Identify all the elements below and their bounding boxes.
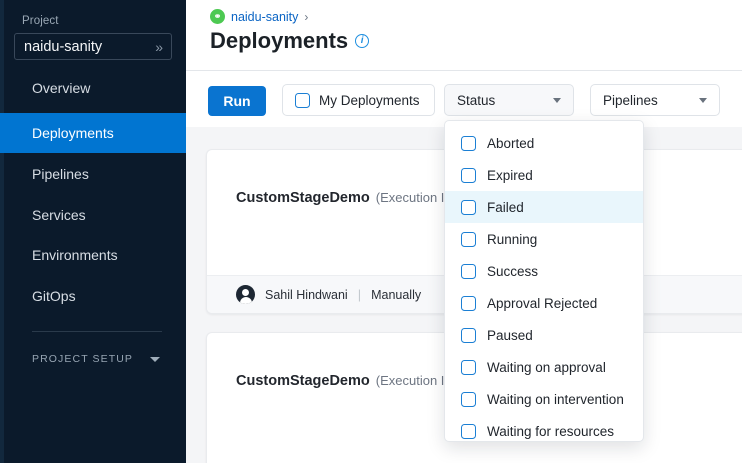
status-option-label: Approval Rejected <box>487 295 598 311</box>
status-option-paused[interactable]: Paused <box>445 319 643 351</box>
deployment-trigger-type: Manually <box>371 287 422 302</box>
page-header: ⚭ naidu-sanity › Deployments i <box>186 0 742 71</box>
status-option-label: Paused <box>487 327 533 343</box>
deployment-card-title-row: CustomStageDemo (Execution Id <box>236 190 452 206</box>
status-option-checkbox[interactable] <box>461 295 476 311</box>
chevron-double-right-icon: » <box>155 38 163 55</box>
sidebar-section-label: PROJECT SETUP <box>32 353 134 365</box>
deployment-triggered-by: Sahil Hindwani <box>265 287 348 302</box>
status-filter-menu[interactable]: Aborted Expired Failed Running Success A… <box>444 120 644 442</box>
chevron-down-icon <box>699 97 707 103</box>
sidebar-item-gitops[interactable]: GitOps <box>0 276 186 316</box>
run-button[interactable]: Run <box>208 86 266 116</box>
sidebar-item-overview[interactable]: Overview <box>0 68 186 108</box>
status-option-running[interactable]: Running <box>445 223 643 255</box>
status-option-label: Failed <box>487 199 524 215</box>
my-deployments-filter[interactable]: My Deployments <box>282 84 435 116</box>
sidebar-divider <box>32 331 162 332</box>
status-option-checkbox[interactable] <box>461 391 476 407</box>
sidebar-item-label: Environments <box>32 247 118 263</box>
page-title-row: Deployments i <box>210 28 370 54</box>
status-option-waiting-on-approval[interactable]: Waiting on approval <box>445 351 643 383</box>
chevron-down-icon <box>553 97 561 103</box>
sidebar-item-deployments[interactable]: Deployments <box>0 113 186 153</box>
sidebar-item-label: Deployments <box>32 125 114 141</box>
page-title: Deployments <box>210 28 349 53</box>
deployment-execution-id: (Execution Id <box>375 190 452 205</box>
avatar <box>236 285 255 304</box>
status-option-checkbox[interactable] <box>461 167 476 183</box>
breadcrumb: ⚭ naidu-sanity › <box>210 9 308 24</box>
project-selector-value: naidu-sanity <box>24 38 103 55</box>
pipelines-filter-label: Pipelines <box>603 92 658 108</box>
status-option-label: Waiting on approval <box>487 359 606 375</box>
my-deployments-checkbox[interactable] <box>295 92 310 108</box>
status-option-label: Expired <box>487 167 533 183</box>
sidebar-item-pipelines[interactable]: Pipelines <box>0 154 186 194</box>
deployment-execution-id: (Execution Id <box>375 373 452 388</box>
my-deployments-label: My Deployments <box>319 92 420 108</box>
sidebar-item-label: GitOps <box>32 288 76 304</box>
status-option-label: Running <box>487 231 538 247</box>
status-option-label: Waiting for resources <box>487 423 615 439</box>
status-option-checkbox[interactable] <box>461 199 476 215</box>
deployment-pipeline-name: CustomStageDemo <box>236 373 370 389</box>
status-option-checkbox[interactable] <box>461 135 476 151</box>
status-option-expired[interactable]: Expired <box>445 159 643 191</box>
project-label: Project <box>22 15 59 27</box>
status-option-checkbox[interactable] <box>461 423 476 439</box>
footer-separator: | <box>357 287 362 302</box>
chevron-down-icon <box>150 356 160 362</box>
toolbar: Run My Deployments Status Pipelines <box>186 71 742 127</box>
sidebar-item-label: Services <box>32 207 86 223</box>
status-option-waiting-for-resources[interactable]: Waiting for resources <box>445 415 643 447</box>
sidebar-item-services[interactable]: Services <box>0 195 186 235</box>
status-option-label: Aborted <box>487 135 535 151</box>
status-option-checkbox[interactable] <box>461 231 476 247</box>
status-option-label: Waiting on intervention <box>487 391 624 407</box>
status-option-success[interactable]: Success <box>445 255 643 287</box>
info-icon[interactable]: i <box>355 34 370 48</box>
breadcrumb-link-project[interactable]: naidu-sanity <box>231 9 299 24</box>
status-option-label: Success <box>487 263 539 279</box>
sidebar-item-label: Overview <box>32 80 91 96</box>
sidebar-item-label: Pipelines <box>32 166 89 182</box>
status-option-approval-rejected[interactable]: Approval Rejected <box>445 287 643 319</box>
status-filter-label: Status <box>457 92 496 108</box>
project-badge-icon: ⚭ <box>210 9 225 24</box>
sidebar-item-environments[interactable]: Environments <box>0 235 186 275</box>
status-option-failed[interactable]: Failed <box>445 191 643 223</box>
status-option-waiting-on-intervention[interactable]: Waiting on intervention <box>445 383 643 415</box>
sidebar: Project naidu-sanity » Overview Deployme… <box>0 0 186 463</box>
status-option-checkbox[interactable] <box>461 263 476 279</box>
breadcrumb-separator-icon: › <box>304 9 309 24</box>
status-option-checkbox[interactable] <box>461 359 476 375</box>
status-option-checkbox[interactable] <box>461 327 476 343</box>
deployment-card-title-row: CustomStageDemo (Execution Id <box>236 373 452 389</box>
sidebar-section-project-setup[interactable]: PROJECT SETUP <box>32 348 172 370</box>
status-filter-dropdown[interactable]: Status <box>444 84 574 116</box>
status-option-aborted[interactable]: Aborted <box>445 127 643 159</box>
sidebar-accent-strip <box>0 0 4 463</box>
deployment-pipeline-name: CustomStageDemo <box>236 190 370 206</box>
pipelines-filter-dropdown[interactable]: Pipelines <box>590 84 720 116</box>
project-selector[interactable]: naidu-sanity » <box>14 33 172 60</box>
